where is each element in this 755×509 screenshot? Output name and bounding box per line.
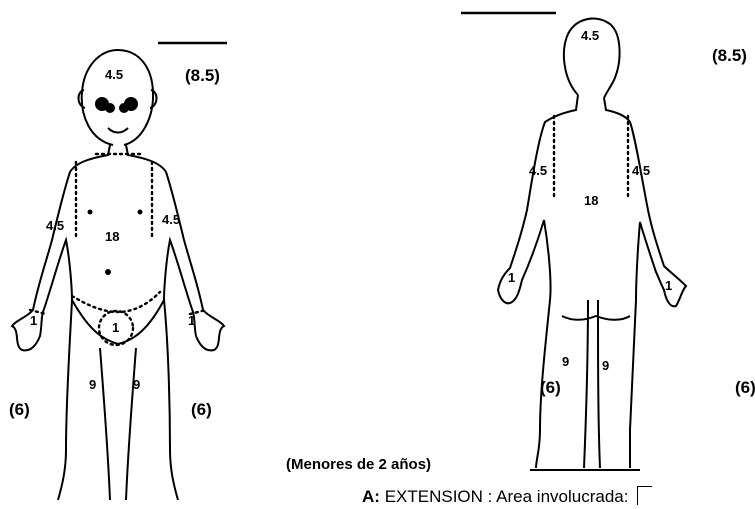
back-right-leg-total: (6) [735, 378, 755, 397]
back-legs-outline [584, 300, 600, 468]
front-navel [105, 269, 111, 275]
area-checkbox[interactable] [637, 486, 652, 505]
front-trunk-value: 18 [105, 229, 119, 244]
back-body-figure [498, 19, 686, 470]
front-divider-groin [72, 292, 160, 312]
footer-prefix: A: [362, 487, 380, 506]
back-left-arm-value: 4.5 [529, 163, 547, 178]
front-body-figure [12, 50, 224, 500]
front-nipple-right [138, 210, 143, 215]
front-right-leg-total: (6) [191, 400, 212, 419]
front-head-total: (8.5) [185, 66, 220, 85]
back-right-hand-value: 1 [665, 278, 672, 293]
front-right-arm-value: 4.5 [162, 212, 180, 227]
back-head-total: (8.5) [712, 46, 747, 65]
front-left-leg-value: 9 [89, 377, 96, 392]
back-right-leg-value: 9 [602, 358, 609, 373]
front-left-leg-total: (6) [9, 400, 30, 419]
front-left-hand-value: 1 [30, 313, 37, 328]
extension-footer: A: EXTENSION : Area involucrada: [362, 486, 652, 507]
front-right-leg-value: 9 [133, 377, 140, 392]
back-buttocks-line [562, 316, 630, 320]
back-left-hand-value: 1 [508, 270, 515, 285]
front-pupil-right [120, 104, 128, 112]
back-left-leg-total: (6) [540, 378, 561, 397]
front-pupil-left [106, 104, 114, 112]
front-head-outline [82, 50, 153, 145]
front-head-value: 4.5 [105, 67, 123, 82]
back-head-value: 4.5 [581, 28, 599, 43]
front-mouth [108, 128, 128, 133]
front-nipple-left [88, 210, 93, 215]
back-zone-dividers [554, 116, 628, 200]
age-group-note: (Menores de 2 años) [286, 456, 431, 473]
front-right-hand-value: 1 [188, 313, 195, 328]
back-trunk-value: 18 [584, 193, 598, 208]
footer-text: EXTENSION : Area involucrada: [385, 487, 629, 506]
front-zone-dividers [30, 154, 206, 345]
front-left-arm-value: 4.5 [46, 218, 64, 233]
back-left-leg-value: 9 [562, 354, 569, 369]
back-right-arm-value: 4.5 [632, 163, 650, 178]
front-genital-value: 1 [112, 320, 119, 335]
back-body-outline [498, 95, 686, 468]
